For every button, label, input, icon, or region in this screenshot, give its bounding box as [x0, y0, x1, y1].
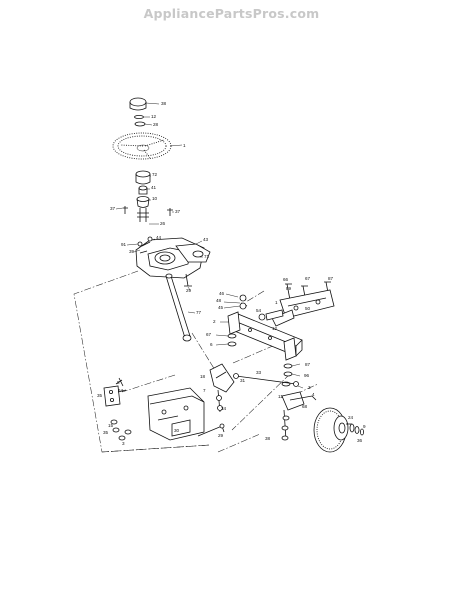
front-axle: [227, 311, 303, 361]
bracket-hardware: [110, 419, 132, 441]
callout-label: 29: [218, 433, 224, 438]
callout-label: 50: [305, 306, 311, 311]
pivot-pin: [258, 309, 284, 321]
wheel-hardware: [346, 423, 364, 436]
steering-hub: [135, 170, 151, 222]
tie-rod: [233, 373, 299, 387]
callout-label: 9: [363, 424, 366, 429]
axle-bracket-right: [271, 289, 335, 327]
callout-label: 31: [240, 378, 246, 383]
callout-label: 41: [151, 185, 157, 190]
callout-label: 96: [304, 373, 310, 378]
callout-label: 18: [200, 374, 206, 379]
bracket-left-plate: [103, 377, 127, 407]
callout-label: 67: [305, 276, 311, 281]
callout-label: 66: [283, 277, 289, 282]
callout-label: 12: [272, 326, 278, 331]
callout-label: 46: [219, 291, 225, 296]
callout-label: 3: [122, 441, 125, 446]
steering-wheel-cap: [129, 97, 147, 127]
drag-link-lower: [197, 423, 225, 437]
callout-label: 72: [152, 172, 158, 177]
callout-label: 35: [103, 430, 109, 435]
callout-label: 1: [183, 143, 186, 148]
callout-label: 91: [121, 242, 127, 247]
callout-label: 45: [218, 305, 224, 310]
callout-label: 28: [153, 122, 159, 127]
callout-label: 54: [256, 308, 262, 313]
steering-wheel: [112, 132, 172, 160]
callout-label: 11: [278, 394, 283, 399]
callout-label: 87: [328, 276, 334, 281]
callout-label: 43: [203, 237, 209, 242]
callout-label: 64: [118, 388, 124, 393]
bolts-37: [123, 206, 173, 216]
callout-label: 39: [129, 249, 135, 254]
callout-label: 6: [210, 342, 213, 347]
callout-labels: 38 12 28 1 72 41 10 37 37 26 44 91 39 71…: [97, 101, 366, 446]
callout-label: 71: [204, 254, 210, 259]
callout-label: 44: [156, 235, 162, 240]
spindle-right: [281, 391, 317, 441]
watermark: AppliancePartsPros.com: [143, 6, 320, 21]
callout-label: 1: [275, 300, 278, 305]
callout-label: 30: [174, 428, 180, 433]
callout-label: 68: [302, 404, 308, 409]
callout-label: 12: [151, 114, 157, 119]
callout-label: 4: [312, 392, 315, 397]
callout-label: 37: [175, 209, 181, 214]
drag-link: [165, 273, 192, 342]
callout-label: 37: [110, 206, 116, 211]
callout-label: 89: [286, 286, 292, 291]
callout-label: 3: [308, 385, 311, 390]
callout-label: 24: [348, 415, 354, 420]
steering-spindle-arm: [209, 363, 235, 413]
callout-label: 77: [196, 310, 202, 315]
callout-label: 15: [108, 423, 114, 428]
callout-label: 35: [97, 393, 103, 398]
callout-label: 26: [160, 221, 166, 226]
callout-label: 2: [213, 319, 216, 324]
callout-label: 33: [256, 370, 262, 375]
callout-label: 8: [117, 380, 120, 385]
callout-leaders: [115, 102, 304, 389]
callout-label: 48: [216, 298, 222, 303]
callout-label: 34: [221, 406, 227, 411]
callout-label: 7: [203, 388, 206, 393]
steering-gear-assembly: [135, 236, 211, 287]
callout-label: 10: [152, 196, 158, 201]
steering-support-bracket: [147, 387, 205, 441]
callout-label: 36: [357, 438, 363, 443]
callout-label: 29: [186, 288, 192, 293]
front-wheel: [313, 407, 349, 453]
callout-label: 87: [305, 362, 311, 367]
callout-label: 67: [206, 332, 212, 337]
callout-label: 38: [161, 101, 167, 106]
axle-bolts: [239, 281, 331, 310]
callout-label: 38: [265, 436, 271, 441]
axle-washers: [227, 333, 293, 387]
